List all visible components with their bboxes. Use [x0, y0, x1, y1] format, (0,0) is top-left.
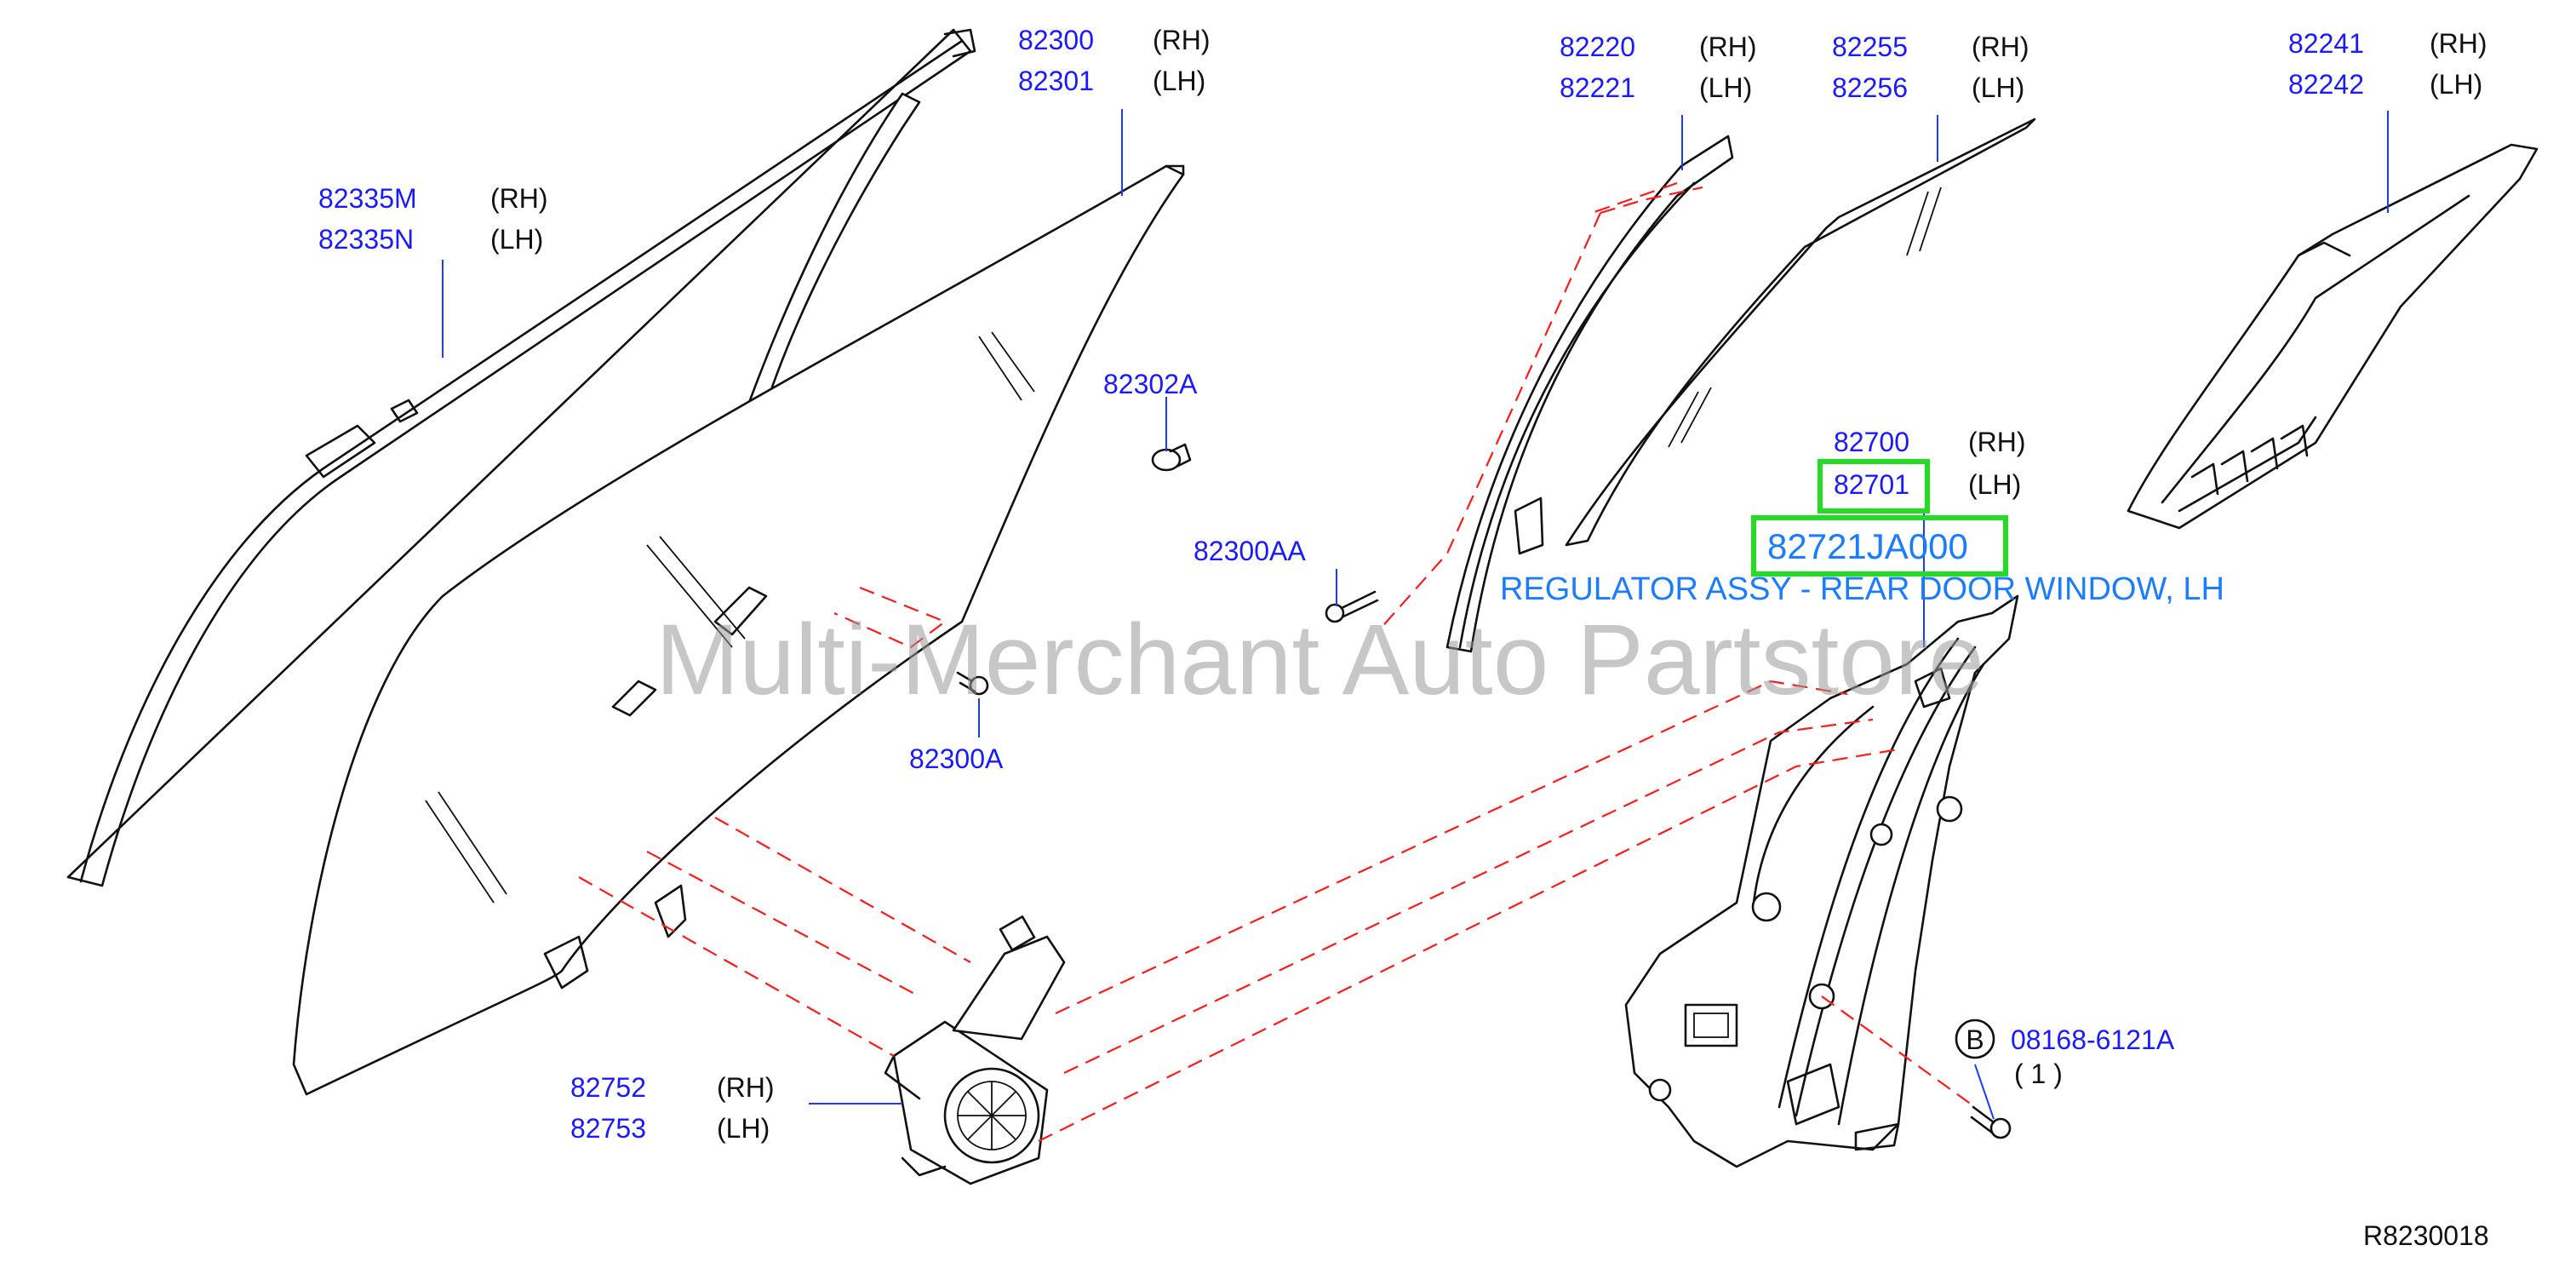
side-tag-rh: (RH) — [1699, 32, 1757, 62]
part-number-lh[interactable]: 82242 — [2288, 69, 2364, 100]
regulator-motor — [884, 915, 1066, 1185]
callout-clip[interactable]: 82302A — [1103, 369, 1198, 399]
side-tag-rh: (RH) — [490, 183, 548, 214]
bolt-08168 — [1970, 1105, 2012, 1139]
window-regulator — [1624, 594, 2019, 1168]
bolt-82300a — [956, 671, 989, 696]
side-tag-lh: (LH) — [1699, 72, 1752, 103]
part-number-rh[interactable]: 82752 — [570, 1072, 646, 1103]
side-tag-rh: (RH) — [1972, 32, 2029, 62]
side-tag-lh: (LH) — [1972, 72, 2024, 103]
diagram-reference: R8230018 — [2363, 1220, 2489, 1251]
part-number-lh[interactable]: 82753 — [570, 1113, 646, 1144]
watermark: Multi-Merchant Auto Partstore — [655, 604, 1984, 716]
callout-glass-front[interactable]: 82300 (RH) 82301 (LH) — [1018, 25, 1211, 96]
window-sash-outer — [66, 28, 976, 887]
part-number[interactable]: 82302A — [1103, 369, 1198, 399]
part-number-rh[interactable]: 82335M — [318, 183, 417, 214]
side-tag-rh: (RH) — [2430, 28, 2487, 59]
bolt-82300aa — [1325, 590, 1379, 623]
part-number-rh[interactable]: 82700 — [1834, 427, 1909, 457]
clip-82302a — [1151, 443, 1192, 472]
part-number-lh[interactable]: 82256 — [1832, 72, 1908, 103]
side-tag-lh: (LH) — [1968, 469, 2021, 500]
side-tag-rh: (RH) — [1968, 427, 2026, 457]
side-tag-lh: (LH) — [717, 1113, 770, 1144]
highlighted-part-number[interactable]: 82721JA000 — [1767, 526, 1968, 566]
part-number-lh[interactable]: 82221 — [1560, 72, 1635, 103]
callout-bolt-a[interactable]: 82300A — [909, 743, 1004, 774]
leader-lines — [442, 109, 2389, 1120]
callout-partition-glass[interactable]: 82255 (RH) 82256 (LH) — [1832, 32, 2029, 103]
part-description: REGULATOR ASSY - REAR DOOR WINDOW, LH — [1500, 571, 2224, 607]
part-number-lh[interactable]: 82701 — [1834, 469, 1909, 500]
highlight-box-part-number — [1818, 459, 1930, 514]
callout-rear-seal[interactable]: 82241 (RH) 82242 (LH) — [2288, 28, 2487, 100]
quantity: ( 1 ) — [2014, 1059, 2063, 1089]
side-tag-lh: (LH) — [2430, 69, 2482, 100]
reference-badge — [1955, 1018, 1995, 1059]
window-sash-divider — [739, 92, 921, 427]
side-tag-lh: (LH) — [1153, 66, 1205, 96]
reference-badge-letter: B — [1966, 1024, 1984, 1055]
highlight-box-oem-number — [1751, 515, 2008, 577]
assembly-lines — [578, 181, 1976, 1142]
callout-highlight-part[interactable]: 82721JA000 REGULATOR ASSY - REAR DOOR WI… — [1500, 515, 2224, 607]
part-number[interactable]: 82300AA — [1194, 536, 1306, 566]
run-channel — [1445, 135, 1734, 653]
side-tag-rh: (RH) — [717, 1072, 775, 1103]
part-number-rh[interactable]: 82255 — [1832, 32, 1908, 62]
part-number[interactable]: 08168-6121A — [2011, 1024, 2175, 1055]
door-glass-main — [292, 164, 1185, 1096]
callout-channel[interactable]: 82220 (RH) 82221 (LH) — [1560, 32, 1757, 103]
callout-sash-front[interactable]: 82335M (RH) 82335N (LH) — [318, 183, 548, 255]
part-number-rh[interactable]: 82300 — [1018, 25, 1094, 55]
side-tag-lh: (LH) — [490, 224, 543, 255]
part-number-rh[interactable]: 82220 — [1560, 32, 1635, 62]
side-tag-rh: (RH) — [1153, 25, 1211, 55]
callout-bolt-aa[interactable]: 82300AA — [1194, 536, 1306, 566]
callout-motor[interactable]: 82752 (RH) 82753 (LH) — [570, 1072, 775, 1144]
partition-glass — [1565, 118, 2036, 547]
part-number-lh[interactable]: 82335N — [318, 224, 414, 255]
rear-seal-frame — [2127, 143, 2539, 530]
part-number-lh[interactable]: 82301 — [1018, 66, 1094, 96]
callout-regulator[interactable]: 82700 (RH) 82701 (LH) — [1818, 427, 2026, 514]
part-number-rh[interactable]: 82241 — [2288, 28, 2364, 59]
part-number[interactable]: 82300A — [909, 743, 1004, 774]
callout-bolt-b[interactable]: B 08168-6121A ( 1 ) — [1955, 1018, 2175, 1089]
